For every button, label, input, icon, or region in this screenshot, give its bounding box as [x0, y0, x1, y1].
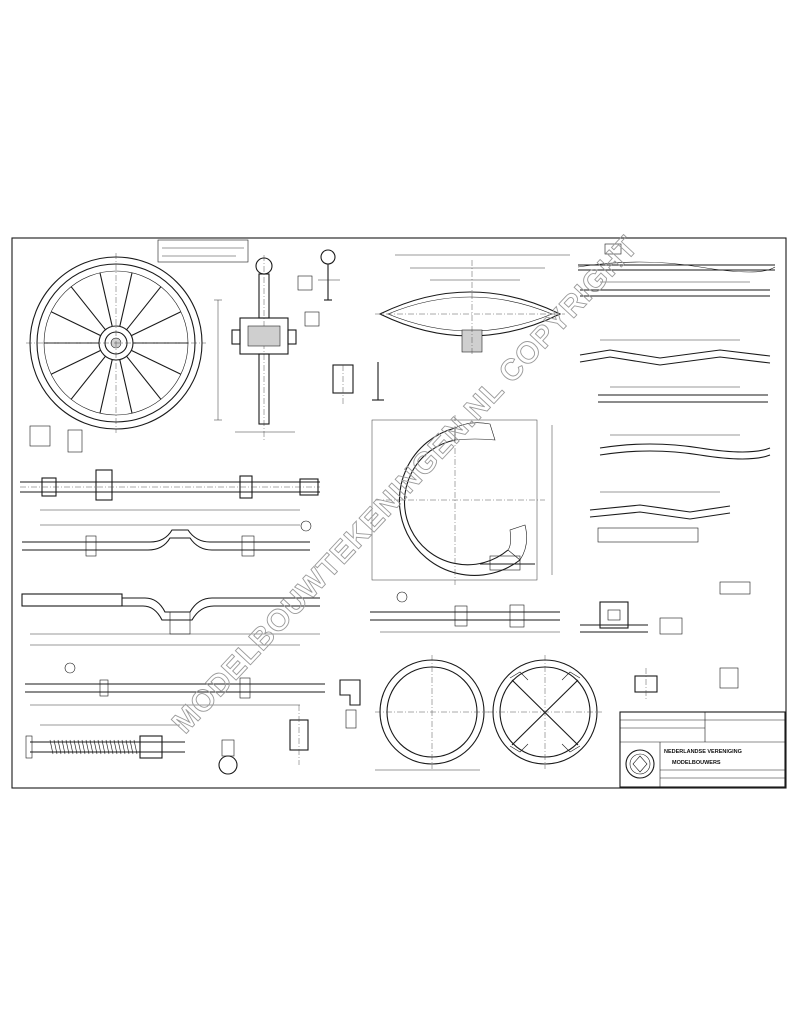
thread-line — [97, 739, 102, 755]
title-block-company-line1: NEDERLANDSE VERENIGING — [664, 749, 742, 755]
copyright-watermark: MODELBOUWTEKENINGEN.NL COPYRIGHT — [166, 230, 645, 740]
center-shaft — [370, 591, 560, 633]
frame-ring-view — [371, 415, 553, 585]
lens-body-view — [375, 254, 570, 355]
bracket-detail — [332, 362, 384, 405]
wheel-spoke — [119, 359, 133, 414]
wheel-note-box — [157, 239, 249, 263]
spring-parts-top — [577, 243, 776, 543]
wheel-spoke — [126, 355, 162, 400]
axle-rod-2-cranked — [22, 520, 312, 557]
hub-side-section — [214, 255, 320, 440]
thread-line — [101, 739, 106, 755]
thread-line — [81, 739, 86, 755]
thread-line — [65, 739, 70, 755]
wheel-spoke — [50, 311, 101, 337]
thread-line — [117, 739, 122, 755]
thread-line — [105, 739, 110, 755]
thread-line — [113, 739, 118, 755]
society-logo — [625, 749, 655, 779]
thread-line — [57, 739, 62, 755]
nut-detail-bottom — [218, 705, 309, 775]
ring-with-cross-bars — [488, 655, 602, 769]
thread-line — [77, 739, 82, 755]
title-block: NEDERLANDSE VERENIGING MODELBOUWERS — [619, 711, 786, 788]
thread-line — [61, 739, 66, 755]
title-block-company-line2: MODELBOUWERS — [672, 760, 721, 766]
wheel-spoke — [119, 272, 133, 327]
axle-rod-4 — [25, 662, 325, 706]
wheel-spoke — [99, 272, 113, 327]
axle-rod-1 — [20, 425, 320, 511]
thread-line — [49, 739, 54, 755]
thread-line — [109, 739, 114, 755]
clamp-parts-right — [580, 581, 751, 700]
wheel-spoke — [99, 359, 113, 414]
wheel-front-view — [26, 253, 206, 433]
thread-line — [125, 739, 130, 755]
wheel-spoke — [131, 311, 182, 337]
ring-plain — [375, 655, 489, 771]
thread-line — [53, 739, 58, 755]
thread-line — [129, 739, 134, 755]
thread-line — [85, 739, 90, 755]
pin-detail — [318, 249, 340, 301]
threaded-spindle — [25, 724, 185, 759]
thread-line — [133, 739, 138, 755]
thread-line — [73, 739, 78, 755]
wheel-spoke — [126, 286, 162, 331]
wheel-spoke — [50, 349, 101, 375]
wheel-spoke — [70, 286, 106, 331]
wheel-spoke — [70, 355, 106, 400]
bracket-near-rings — [339, 679, 361, 729]
thread-line — [89, 739, 94, 755]
thread-line — [121, 739, 126, 755]
thread-line — [93, 739, 98, 755]
wheel-spoke — [131, 349, 182, 375]
drawing-border — [11, 237, 787, 789]
thread-line — [69, 739, 74, 755]
axle-rod-3-cranked — [21, 593, 320, 646]
